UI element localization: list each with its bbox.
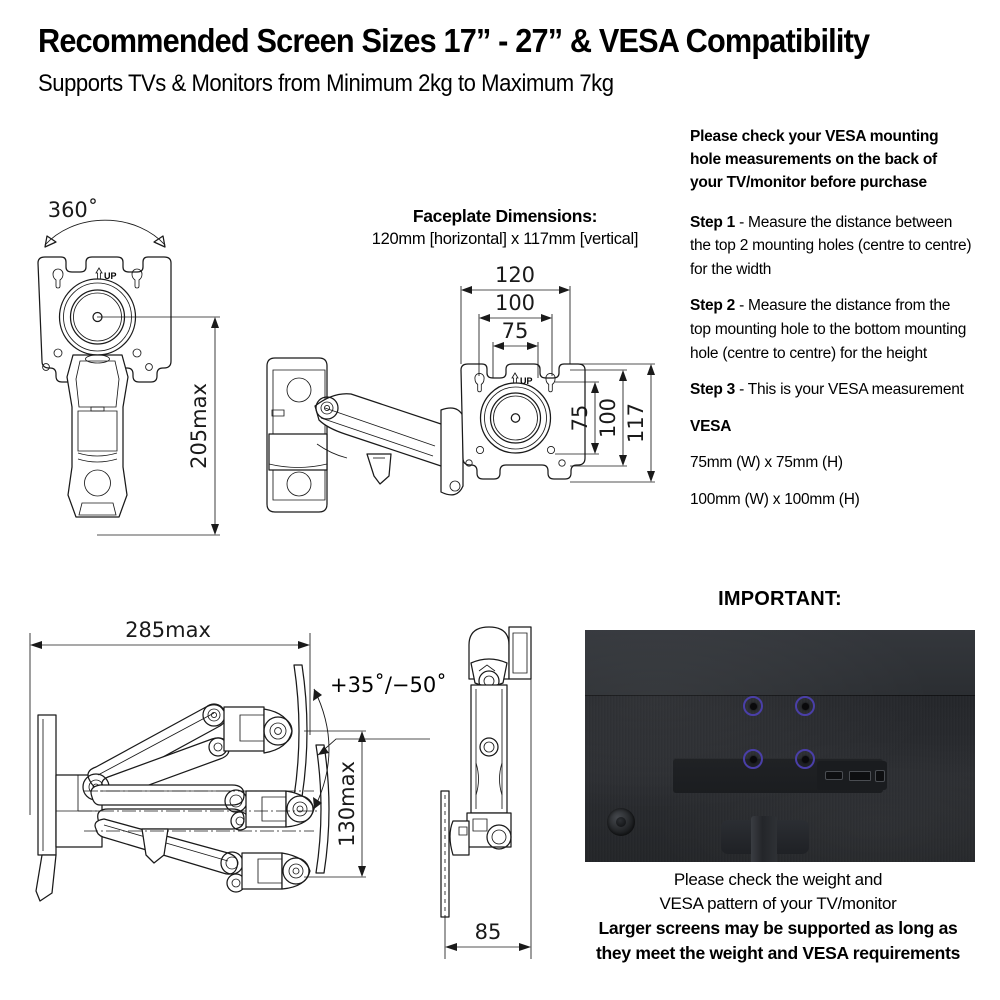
important-note-bold2: they meet the weight and VESA requiremen… — [595, 943, 961, 964]
page-title: Recommended Screen Sizes 17” - 27” & VES… — [38, 22, 870, 59]
vesa-hole-top-left — [743, 696, 763, 716]
vesa-option-75: 75mm (W) x 75mm (H) — [690, 454, 843, 472]
instruction-step-2: Step 2 - Measure the distance from the t… — [690, 294, 972, 365]
monitor-stand-neck — [751, 816, 777, 862]
power-port-icon — [875, 770, 885, 782]
faceplate-dimension-drawing: UP 120 100 75 — [255, 258, 675, 528]
monitor-top-band — [585, 630, 975, 695]
dim-75-v: 75 — [568, 405, 592, 432]
vesa-option-100: 100mm (W) x 100mm (H) — [690, 490, 860, 508]
front-view-drawing: UP 360˚ 205max — [20, 195, 270, 565]
page-subtitle: Supports TVs & Monitors from Minimum 2kg… — [38, 70, 614, 97]
faceplate-caption-title: Faceplate Dimensions: — [412, 206, 598, 226]
instruction-step-3: Step 3 - This is your VESA measurement — [690, 378, 972, 402]
step-3-label: Step 3 — [690, 381, 736, 399]
monitor-rear-photo — [585, 630, 975, 862]
important-note-line1: Please check the weight and — [673, 870, 883, 889]
vga-port-icon — [849, 771, 871, 781]
step-3-text: - This is your VESA measurement — [735, 381, 964, 399]
step-2-label: Step 2 — [690, 297, 736, 315]
step-2-text: - Measure the distance from the top moun… — [690, 297, 967, 362]
tilt-angle-label: +35˚/−50˚ — [330, 673, 447, 697]
dim-100-v: 100 — [596, 398, 620, 438]
vesa-hole-top-right — [795, 696, 815, 716]
monitor-joystick-button — [607, 808, 635, 836]
side-view-drawing: 285max — [18, 615, 438, 975]
svg-text:360˚: 360˚ — [48, 198, 99, 222]
vesa-hole-bottom-right — [795, 749, 815, 769]
important-note: Please check the weight and VESA pattern… — [578, 868, 978, 966]
dim-75-h: 75 — [502, 319, 529, 343]
faceplate-caption: Faceplate Dimensions: 120mm [horizontal]… — [350, 205, 660, 250]
faceplate-caption-value: 120mm [horizontal] x 117mm [vertical] — [371, 229, 639, 248]
dim-117: 117 — [624, 403, 648, 443]
monitor-port-cluster — [817, 761, 887, 790]
vesa-hole-bottom-left — [743, 749, 763, 769]
vesa-heading: VESA — [690, 417, 732, 435]
hdmi-port-icon — [825, 771, 843, 780]
instructions-column: Please check your VESA mounting hole mea… — [690, 126, 972, 524]
dim-285max: 285max — [125, 618, 211, 642]
step-1-label: Step 1 — [690, 213, 736, 231]
instructions-lead: Please check your VESA mounting hole mea… — [690, 128, 939, 191]
side-profile-drawing: 85 — [435, 615, 585, 975]
svg-text:UP: UP — [104, 271, 117, 281]
svg-text:205max: 205max — [187, 383, 211, 469]
important-note-line2: VESA pattern of your TV/monitor — [659, 894, 897, 914]
important-note-bold1: Larger screens may be supported as long … — [598, 918, 958, 939]
step-1-text: - Measure the distance between the top 2… — [690, 213, 972, 278]
dim-100-h: 100 — [495, 291, 535, 315]
dim-130max: 130max — [335, 761, 359, 847]
instruction-step-1: Step 1 - Measure the distance between th… — [690, 211, 972, 282]
svg-text:UP: UP — [520, 376, 533, 386]
dim-85: 85 — [475, 920, 502, 944]
important-heading: IMPORTANT: — [718, 588, 842, 610]
dim-120: 120 — [495, 263, 535, 287]
